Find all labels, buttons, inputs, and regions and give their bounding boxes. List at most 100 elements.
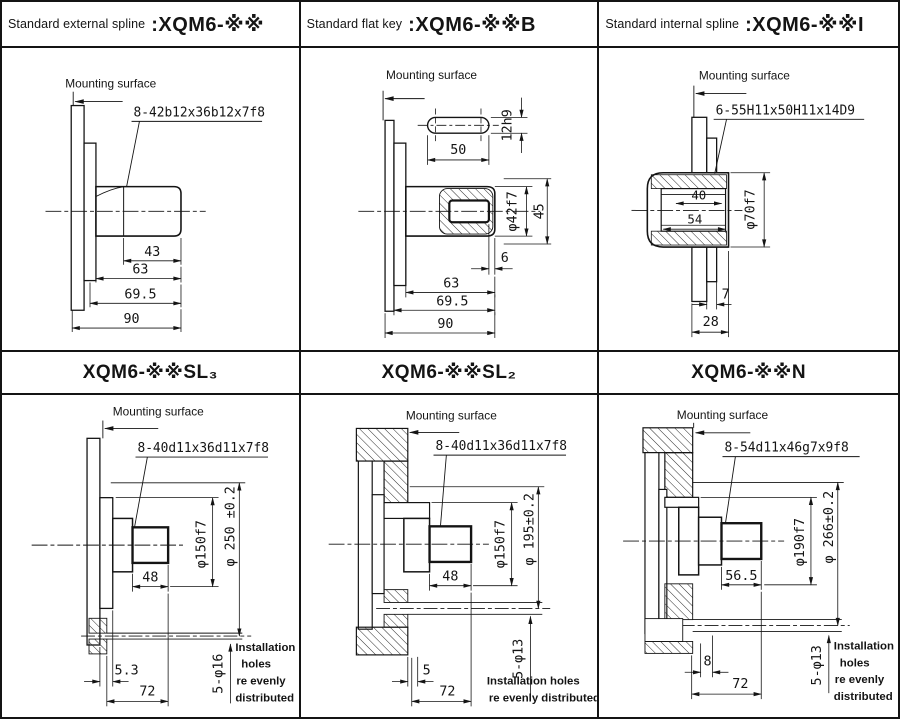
spline-spec-callout: 8-40d11x36d11x7f8 — [433, 439, 567, 527]
dim-pilot-diameter: φ190f7 — [793, 518, 808, 566]
mounting-surface-callout: Mounting surface — [405, 409, 497, 435]
dim-bolt-circle: φ 250 ±0.2 — [223, 486, 238, 566]
dim-offset: 5 — [422, 664, 430, 679]
drawing-flat-key: Mounting surface 50 12h9 φ42f7 45 6 — [358, 68, 551, 338]
note-line: holes — [241, 659, 271, 671]
installation-note: Installation holes re evenly distributed — [834, 640, 894, 703]
dim-spline-length: 48 — [142, 571, 158, 586]
bolt-hole-section — [644, 583, 851, 654]
mounting-surface-label: Mounting surface — [65, 77, 156, 91]
header-model: XQM6-※※SL₂ — [381, 362, 517, 383]
dimensions: 56.5 φ190f7 φ 266±0.2 8 72 5-φ13 — [685, 481, 845, 700]
dim-hub-length: 69.5 — [436, 294, 468, 309]
dimensions: 43 63 69.5 90 — [71, 238, 182, 333]
dim-spline-length: 43 — [144, 245, 160, 260]
hatch-bottom — [651, 230, 728, 246]
dim-key-section: 12h9 — [500, 109, 515, 141]
drawing-n: Mounting surface 8-54d11x46g7x9f8 56.5 φ… — [623, 408, 894, 703]
header-model: :XQM6-※※I — [745, 13, 865, 36]
flange-section — [384, 119, 407, 312]
note-line: re evenly distributed — [489, 692, 598, 704]
note-line: re evenly — [835, 674, 885, 686]
mounting-surface-label: Mounting surface — [113, 405, 204, 419]
note-line: re evenly — [236, 676, 286, 688]
note-line: Installation holes — [487, 676, 580, 688]
coupling-outline — [646, 171, 730, 248]
hatch-top — [651, 174, 728, 189]
spline-spec-callout: 8-40d11x36d11x7f8 — [134, 441, 269, 528]
installation-note: Installation holes re evenly distributed — [487, 676, 598, 705]
drawing-cell-n: Mounting surface 8-54d11x46g7x9f8 56.5 φ… — [599, 395, 898, 717]
dim-overall-length: 90 — [437, 317, 453, 332]
drawing-cell-flat-key: Mounting surface 50 12h9 φ42f7 45 6 — [300, 48, 600, 352]
header-label: Standard external spline — [8, 17, 146, 31]
dim-pilot-diameter: φ150f7 — [195, 520, 210, 568]
dim-overall: 72 — [733, 677, 749, 692]
dim-holes: 5-φ16 — [212, 654, 227, 694]
dim-overall: 72 — [439, 684, 455, 699]
dimensions: 50 12h9 φ42f7 45 6 63 69.5 — [384, 97, 551, 338]
dim-shaft-length: 63 — [443, 277, 459, 292]
header-sl2: XQM6-※※SL₂ — [300, 352, 600, 395]
dim-depth: 28 — [703, 315, 719, 330]
dim-offset: 8 — [704, 654, 712, 669]
dimensions: 48 φ150f7 φ 195±0.2 5 72 5-φ13 — [391, 486, 544, 707]
dim-shoulder: 45 — [532, 203, 547, 219]
collar — [402, 517, 430, 573]
mounting-surface-label: Mounting surface — [677, 408, 769, 422]
note-line: holes — [840, 657, 870, 669]
drawing-cell-sl3: Mounting surface 8-40d11x36d11x7f8 48 φ1… — [2, 395, 301, 717]
drawing-sl2: Mounting surface 8-40d11x36d11x7f8 48 φ1… — [328, 409, 598, 707]
dim-holes: 5-φ13 — [810, 645, 825, 685]
key-slot-top-view — [417, 108, 499, 143]
drawing-sl3: Mounting surface 8-40d11x36d11x7f8 48 φ1… — [31, 405, 295, 707]
dim-key-length: 50 — [450, 143, 466, 158]
header-model: :XQM6-※※B — [408, 13, 537, 36]
drawing-cell-internal-spline: Mounting surface 6-55H11x50H11x14D9 40 5… — [599, 48, 898, 352]
dim-step: 7 — [722, 288, 730, 303]
header-label: Standard flat key — [306, 17, 403, 31]
header-model: XQM6-※※N — [691, 362, 807, 383]
header-model: XQM6-※※SL₃ — [82, 362, 218, 383]
drawing-external-spline: Mounting surface 8-42b12x36b12x7f8 43 63… — [45, 77, 265, 333]
dim-shaft-length: 63 — [132, 263, 148, 278]
header-sl3: XQM6-※※SL₃ — [2, 352, 301, 395]
dim-hub-length: 69.5 — [124, 287, 156, 302]
mounting-surface-label: Mounting surface — [699, 69, 790, 83]
dim-bore-outer: 54 — [688, 212, 703, 226]
note-line: Installation — [235, 642, 295, 654]
dim-pilot-diameter: φ150f7 — [493, 520, 508, 568]
spline-spec-label: 8-54d11x46g7x9f8 — [725, 441, 849, 456]
dim-spline-length: 48 — [442, 570, 458, 585]
mounting-surface-callout: Mounting surface — [382, 68, 477, 121]
note-line: distributed — [834, 691, 893, 703]
header-external-spline: Standard external spline :XQM6-※※ — [2, 2, 301, 48]
mounting-surface-callout: Mounting surface — [677, 408, 769, 436]
mounting-surface-callout: Mounting surface — [65, 77, 157, 106]
header-flat-key: Standard flat key :XQM6-※※B — [300, 2, 600, 48]
spline-spec-callout: 6-55H11x50H11x14D9 — [714, 103, 865, 174]
spline-spec-callout: 8-42b12x36b12x7f8 — [126, 105, 265, 187]
dim-spline-length: 56.5 — [726, 569, 758, 584]
header-model: :XQM6-※※ — [151, 13, 265, 36]
dim-offset: 5.3 — [115, 664, 139, 679]
spline-spec-label: 8-42b12x36b12x7f8 — [134, 105, 265, 120]
dimensions: 48 φ150f7 φ 250 ±0.2 5.3 72 5-φ16 — [84, 482, 246, 707]
spline-spec-callout: 8-54d11x46g7x9f8 — [722, 441, 860, 524]
flange-section — [86, 437, 134, 646]
note-line: distributed — [235, 692, 294, 704]
housing-section — [642, 427, 700, 635]
mounting-surface-label: Mounting surface — [386, 68, 477, 82]
header-label: Standard internal spline — [605, 17, 740, 31]
header-internal-spline: Standard internal spline :XQM6-※※I — [599, 2, 898, 48]
dim-diameter: φ70f7 — [744, 189, 759, 229]
note-line: Installation — [834, 640, 894, 652]
installation-note: Installation holes re evenly distributed — [235, 642, 295, 704]
mounting-surface-callout: Mounting surface — [693, 69, 791, 118]
drawing-cell-external-spline: Mounting surface 8-42b12x36b12x7f8 43 63… — [2, 48, 301, 352]
bolt-hole-section — [81, 617, 252, 655]
mounting-surface-callout: Mounting surface — [102, 405, 204, 439]
drawing-cell-sl2: Mounting surface 8-40d11x36d11x7f8 48 φ1… — [300, 395, 600, 717]
